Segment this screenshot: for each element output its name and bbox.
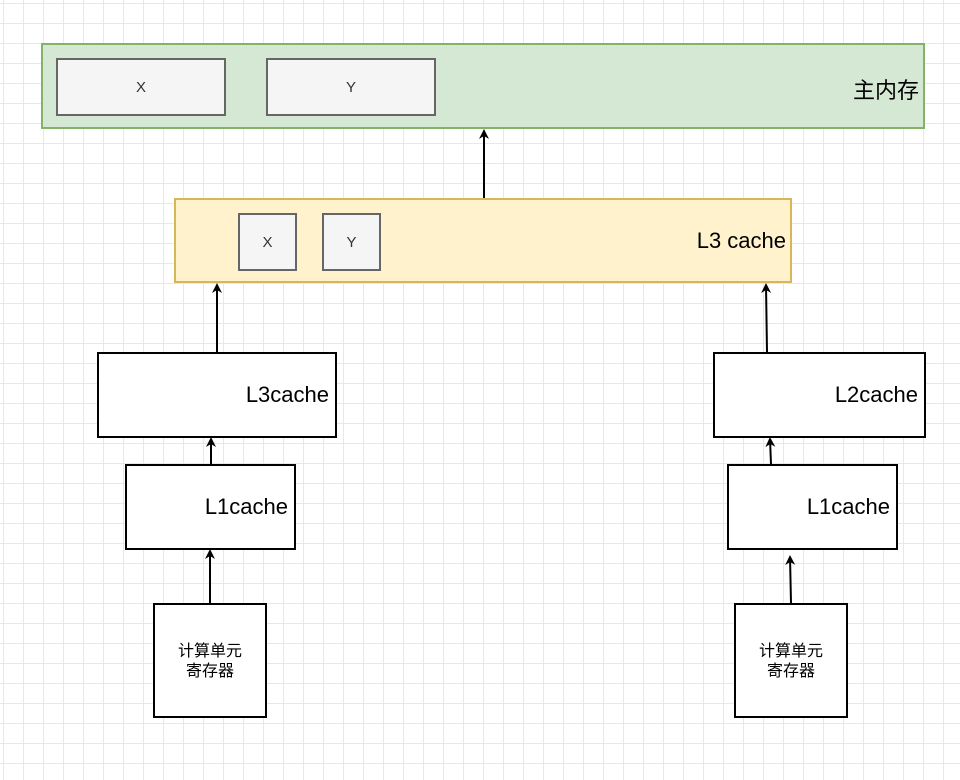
arrow-right-l1-to-l2 [765,437,776,465]
arrow-right-l2-to-l3 [761,283,772,353]
left-register-line1: 计算单元 [177,640,242,660]
right-l1-cache-box: L1cache [727,464,898,550]
right-register-line1: 计算单元 [758,640,823,660]
l3-cell-x: X [238,213,297,271]
main-memory-block: X Y 主内存 [41,43,925,129]
right-l1-cache-label: L1cache [806,494,890,519]
right-register-line2: 寄存器 [766,660,815,680]
main-memory-cell-y: Y [266,58,436,116]
right-l2-cache-label: L2cache [834,382,918,407]
l3-cell-y: Y [322,213,381,271]
left-register-box: 计算单元 寄存器 [153,603,267,718]
l3-cache-label: L3 cache [696,228,786,253]
left-level2-cache-box: L3cache [97,352,337,438]
right-register-box: 计算单元 寄存器 [734,603,848,718]
left-level2-cache-label: L3cache [245,382,329,407]
left-register-line2: 寄存器 [185,660,234,680]
right-l2-cache-box: L2cache [713,352,926,438]
main-memory-cell-x: X [56,58,226,116]
arrow-right-register-to-l1 [785,555,796,604]
left-l1-cache-label: L1cache [204,494,288,519]
l3-cache-block: X Y L3 cache [174,198,792,283]
main-memory-label: 主内存 [852,78,919,103]
left-l1-cache-box: L1cache [125,464,296,550]
